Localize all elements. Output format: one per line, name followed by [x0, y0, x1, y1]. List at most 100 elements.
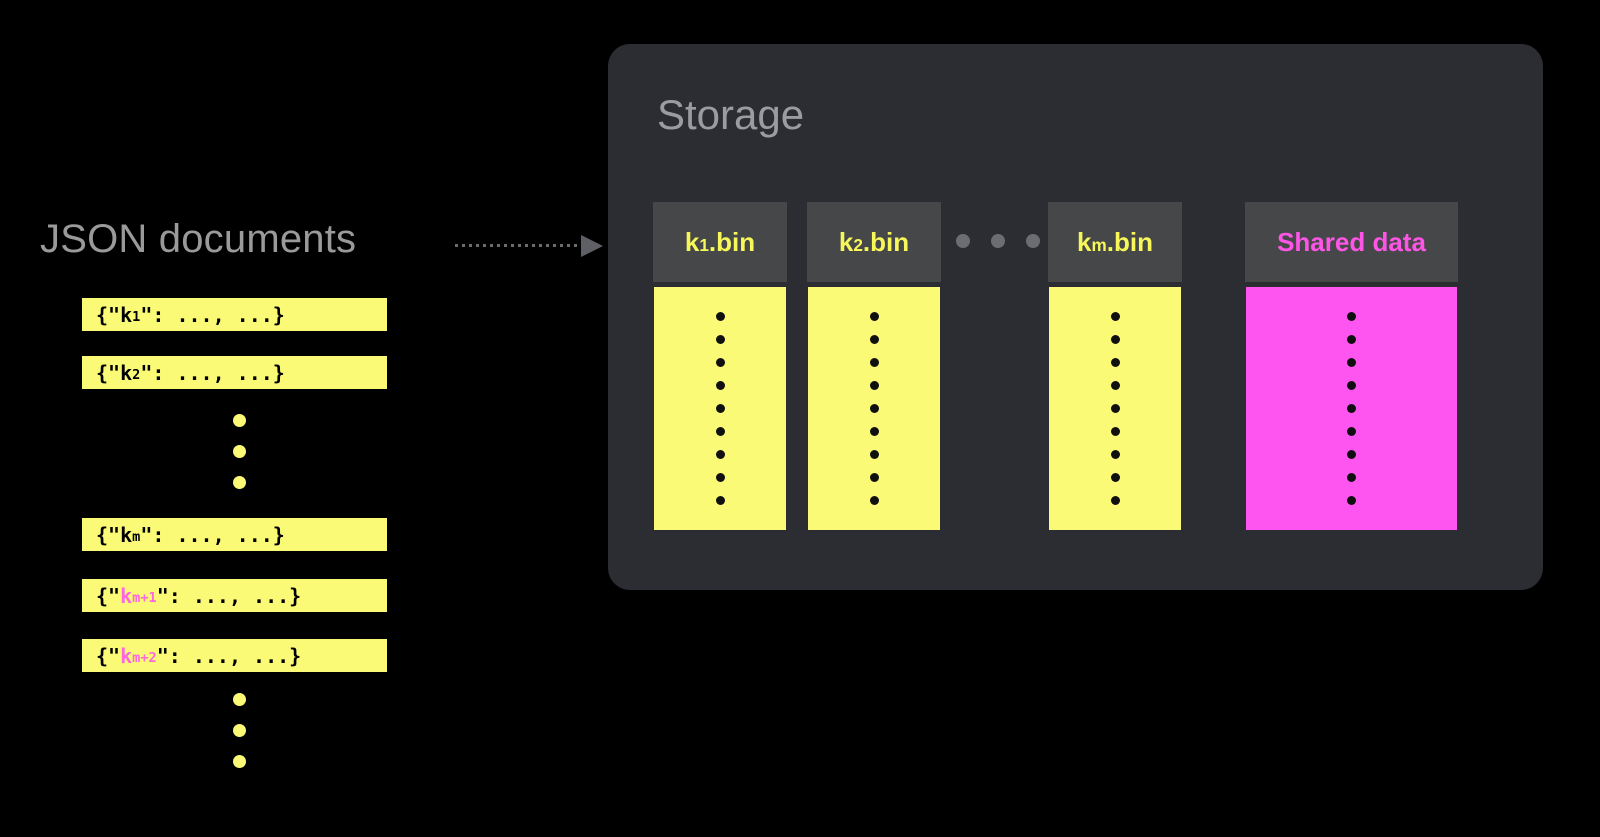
record-dot — [1110, 404, 1120, 413]
doc-suffix: ": ..., ...} — [156, 643, 302, 668]
storage-bins-ellipsis — [956, 234, 1040, 248]
doc-prefix: {" — [96, 302, 121, 327]
record-dot — [1347, 335, 1356, 344]
record-dot — [1347, 496, 1356, 505]
ellipsis-dot — [232, 724, 246, 737]
doc-key-subscript: 1 — [132, 309, 141, 326]
doc-prefix: {" — [96, 522, 121, 547]
ellipsis-dot — [991, 234, 1005, 248]
doc-prefix: {" — [96, 583, 121, 608]
record-dot — [869, 312, 879, 321]
record-dot — [715, 358, 725, 367]
record-dot — [1110, 335, 1120, 344]
doc-key-subscript: m+2 — [132, 650, 157, 667]
storage-bin-body — [654, 287, 786, 530]
bin-label-subscript: 2 — [853, 234, 863, 255]
record-dot — [715, 450, 725, 459]
record-dot — [1347, 381, 1356, 390]
doc-key: k — [120, 302, 133, 327]
record-dot — [869, 335, 879, 344]
record-dot — [869, 404, 879, 413]
record-dot — [715, 335, 725, 344]
doc-prefix: {" — [96, 643, 121, 668]
record-dot — [1347, 358, 1356, 367]
storage-title: Storage — [657, 91, 805, 138]
doc-suffix: ": ..., ...} — [140, 522, 285, 547]
ellipsis-dot — [232, 693, 246, 706]
record-dot — [1347, 473, 1356, 482]
record-dot — [869, 473, 879, 482]
ellipsis-dot — [1026, 234, 1040, 248]
doc-key: k — [120, 522, 133, 547]
record-dot — [1110, 312, 1120, 321]
record-dot — [715, 427, 725, 436]
bin-label-prefix: Shared data — [1277, 226, 1426, 257]
storage-bin-shared-data: Shared data — [1245, 202, 1458, 530]
storage-bin-body — [1246, 287, 1457, 530]
record-dot — [869, 496, 879, 505]
bin-label-suffix: .bin — [862, 226, 910, 257]
arrow-dotted-line — [455, 244, 587, 247]
storage-bin-body — [808, 287, 940, 530]
bin-label-subscript: m — [1091, 234, 1107, 255]
record-dot — [1110, 381, 1120, 390]
bin-label-prefix: k — [1077, 226, 1092, 257]
record-dot — [1347, 427, 1356, 436]
ellipsis-dot — [232, 476, 246, 489]
record-dot — [715, 404, 725, 413]
ellipsis-dot — [232, 445, 246, 458]
json-documents-ellipsis-middle — [228, 414, 250, 489]
record-dot — [715, 496, 725, 505]
doc-key-subscript: 2 — [132, 367, 141, 384]
doc-key-subscript: m — [132, 529, 141, 546]
bin-label-subscript: 1 — [699, 234, 709, 255]
arrow-head-icon — [581, 235, 603, 257]
doc-suffix: ": ..., ...} — [140, 302, 285, 327]
doc-key: k — [120, 583, 133, 608]
ellipsis-dot — [232, 414, 246, 427]
record-dot — [715, 312, 725, 321]
bin-label-prefix: k — [838, 226, 854, 257]
bin-label-prefix: k — [684, 226, 700, 257]
json-documents-ellipsis-bottom — [228, 693, 250, 768]
record-dot — [869, 358, 879, 367]
bin-label-suffix: .bin — [1106, 226, 1153, 257]
flow-arrow-icon — [455, 235, 603, 257]
json-documents-title: JSON documents — [40, 217, 357, 261]
doc-key-subscript: m+1 — [132, 590, 157, 607]
ellipsis-dot — [232, 755, 246, 768]
record-dot — [1347, 404, 1356, 413]
record-dot — [1347, 312, 1356, 321]
record-dot — [1110, 496, 1120, 505]
record-dot — [1110, 473, 1120, 482]
record-dot — [1110, 358, 1120, 367]
record-dot — [715, 473, 725, 482]
storage-bin-header: Shared data — [1245, 202, 1458, 282]
record-dot — [869, 381, 879, 390]
doc-key: k — [120, 643, 133, 668]
doc-suffix: ": ..., ...} — [156, 583, 302, 608]
record-dot — [715, 381, 725, 390]
storage-bin-body — [1049, 287, 1181, 530]
record-dot — [869, 427, 879, 436]
record-dot — [869, 450, 879, 459]
record-dot — [1110, 427, 1120, 436]
bin-label-suffix: .bin — [708, 226, 756, 257]
record-dot — [1347, 450, 1356, 459]
doc-suffix: ": ..., ...} — [140, 360, 285, 385]
doc-key: k — [120, 360, 133, 385]
record-dot — [1110, 450, 1120, 459]
